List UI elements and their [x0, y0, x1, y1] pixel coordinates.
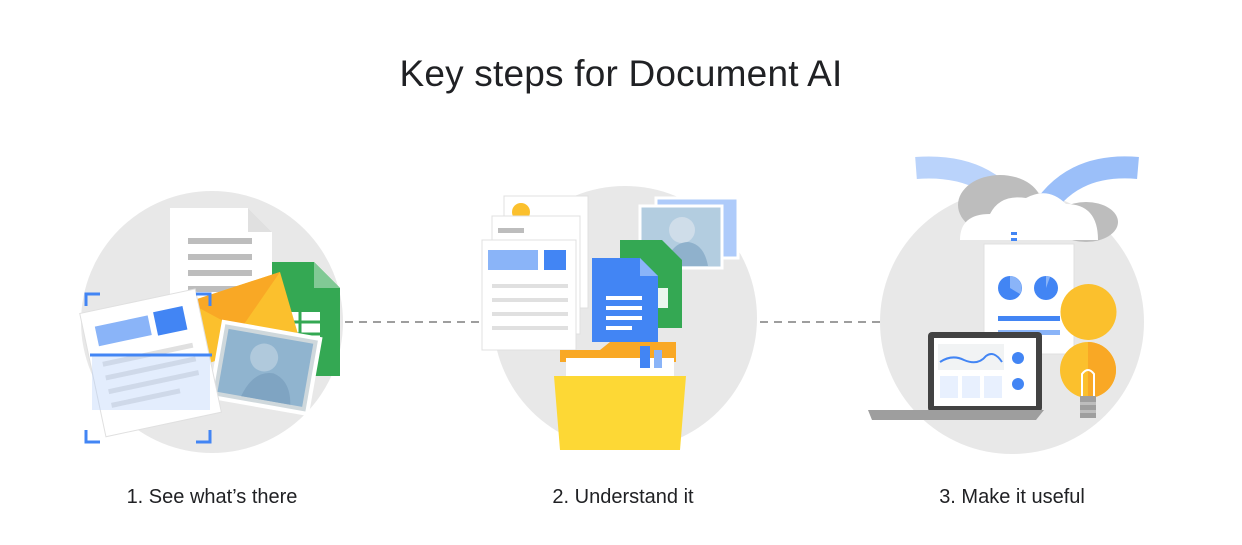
step-label-useful: 3. Make it useful [939, 486, 1085, 508]
document-scan-icon [79, 191, 343, 453]
cloud-dashboard-icon [868, 156, 1144, 454]
document-folder-icon [481, 186, 757, 450]
step-label-see: 1. See what’s there [126, 486, 298, 508]
page-title: Key steps for Document AI [399, 53, 843, 94]
step-label-understand: 2. Understand it [552, 486, 694, 508]
